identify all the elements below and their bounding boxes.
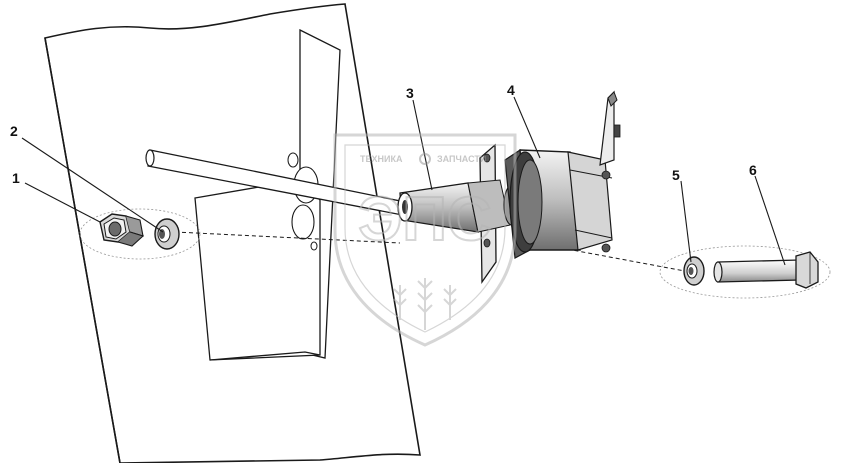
- callout-3: 3: [406, 85, 414, 101]
- callout-1: 1: [12, 170, 20, 186]
- part-5-washer: [683, 256, 705, 286]
- watermark-right-word: ЗАПЧАСТИ: [437, 154, 486, 164]
- part-2-spring-washer: [154, 218, 180, 250]
- watermark-emblem-letters: ЭПС: [358, 185, 491, 254]
- part-1-hex-nut: [99, 213, 145, 247]
- watermark-left-word: ТЕХНИКА: [360, 154, 403, 164]
- fastener-group-left-outline: [79, 208, 201, 260]
- wheat-icon: [393, 278, 457, 330]
- callout-5: 5: [672, 167, 680, 183]
- gear-icon: [419, 153, 431, 165]
- part-6-bolt: [713, 251, 819, 289]
- callout-4: 4: [507, 82, 515, 98]
- assembly-axis-lines: [174, 231, 691, 273]
- callout-2: 2: [10, 123, 18, 139]
- watermark-emblem: ТЕХНИКА ЗАПЧАСТИ ЭПС: [333, 133, 517, 347]
- part-4-switch-housing: [504, 90, 621, 259]
- fastener-group-right-outline: [659, 245, 831, 299]
- callout-6: 6: [749, 162, 757, 178]
